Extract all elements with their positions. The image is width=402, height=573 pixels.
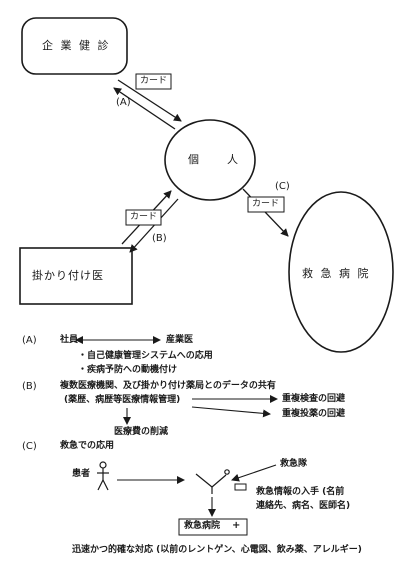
- legend-c-title: 救急での応用: [60, 441, 115, 451]
- edge-b-label: (B): [152, 233, 167, 244]
- hospital-ellipse: [288, 191, 394, 353]
- card-b-box: [125, 209, 162, 226]
- company-label: 企 業 健 診: [42, 39, 111, 52]
- legend-a-item2: ・疾病予防への動機付け: [78, 365, 178, 375]
- card-a-box: [135, 73, 172, 90]
- legend-a-left: 社員: [60, 335, 79, 345]
- legend-b-out1: 重複検査の回避: [282, 394, 346, 404]
- person-circle: [164, 119, 256, 201]
- legend-c-marker: (C): [22, 441, 37, 452]
- legend-c-info2: 連絡先、病名、医師名): [256, 501, 351, 511]
- legend-c-hospital: 救急病院: [184, 521, 221, 531]
- edge-c-card: カード: [252, 199, 280, 209]
- legend-c-info1: 救急情報の入手 (名前: [256, 487, 345, 497]
- legend-b-sub: (薬歴、病歴等医療情報管理): [64, 395, 181, 405]
- legend-b-title: 複数医療機関、及び掛かり付け薬局とのデータの共有: [60, 381, 276, 391]
- doctor-box: [19, 247, 133, 305]
- legend-a-marker: (A): [22, 335, 37, 346]
- edge-a-label: (A): [116, 97, 131, 108]
- legend-a-item1: ・自己健康管理システムへの応用: [78, 351, 213, 361]
- info-card-icon: [234, 483, 247, 491]
- ambulance-arrow: [231, 464, 277, 482]
- legend-b-out2: 重複投薬の回避: [282, 409, 346, 419]
- legend-c-ambulance: 救急隊: [280, 459, 308, 469]
- legend-c-patient: 患者: [72, 469, 91, 479]
- edge-b-card: カード: [130, 212, 158, 222]
- hospital-label: 救 急 病 院: [302, 267, 371, 280]
- doctor-label: 掛かり付け医: [32, 269, 104, 282]
- rescuer-figure-icon: [195, 469, 230, 494]
- edge-c-label: (C): [275, 181, 290, 192]
- patient-figure-icon: [97, 461, 109, 491]
- hospital-box: [178, 518, 248, 536]
- arrow-a-down: [117, 79, 182, 122]
- legend-b-out3: 医療費の削減: [114, 427, 169, 437]
- legend-b-arrow2: [191, 406, 271, 418]
- company-box: [21, 17, 128, 75]
- cross-icon: +: [232, 520, 241, 531]
- card-c-box: [247, 196, 285, 213]
- person-label: 個 人: [188, 153, 240, 166]
- legend-b-marker: (B): [22, 381, 37, 392]
- legend-a-right: 産業医: [166, 335, 194, 345]
- edge-a-card: カード: [140, 76, 168, 86]
- legend-c-footer: 迅速かつ的確な対応 (以前のレントゲン、心電図、飲み薬、アレルギー): [72, 545, 362, 555]
- arrow-a-up: [113, 87, 176, 130]
